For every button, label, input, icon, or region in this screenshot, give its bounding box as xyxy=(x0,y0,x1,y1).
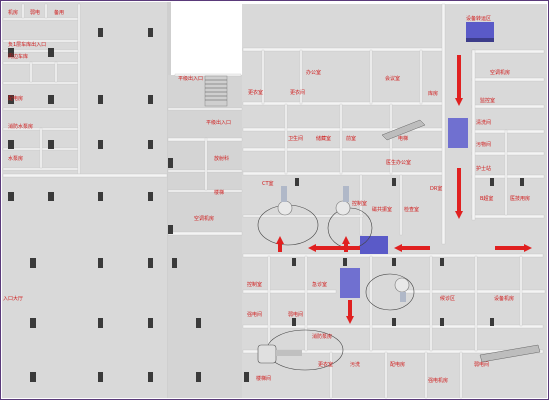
room-label: 清洗间 xyxy=(476,119,491,126)
room-label: 办公室 xyxy=(306,69,321,76)
room-label: 更衣间 xyxy=(290,89,305,96)
left-slab xyxy=(2,2,167,398)
room-label: 空调机房 xyxy=(490,69,510,76)
ct-scanner-icon xyxy=(257,329,344,371)
room-label: 弱电间 xyxy=(474,361,489,368)
room-label: 消防水泵房 xyxy=(8,123,33,130)
staircase-icon xyxy=(204,75,228,107)
equipment-block xyxy=(340,268,360,298)
room-label: 监控室 xyxy=(480,97,495,104)
room-label: 楼梯间 xyxy=(256,375,271,382)
dr-xray-icon xyxy=(365,273,415,311)
room-label: 楼梯 xyxy=(214,189,224,196)
room-label: 入口大厅 xyxy=(3,295,23,302)
room-label: 候诊区 xyxy=(440,295,455,302)
room-label: 控制室 xyxy=(352,200,367,207)
room-label: 强电间 xyxy=(247,311,262,318)
room-label: 空调机房 xyxy=(194,215,214,222)
mri-scanner-icon xyxy=(257,186,319,246)
equipment-block xyxy=(466,22,494,42)
room-labels: 机房 弱电 备用 负1层车库出入口 周边车库 配电房 消防水泵房 水泵房 入口大… xyxy=(3,9,530,384)
room-label: 急诊室 xyxy=(312,281,327,288)
walls xyxy=(2,3,546,399)
staircase-icon xyxy=(381,119,426,141)
room-label: 设备转运区 xyxy=(466,15,491,22)
room-label: 消防泵房 xyxy=(312,333,332,340)
staircase-icon xyxy=(479,344,541,363)
room-label: 护士站 xyxy=(476,165,491,172)
room-label: 更衣室 xyxy=(318,361,333,368)
room-label: 平级出入口 xyxy=(206,119,231,126)
room-label: 水泵房 xyxy=(8,155,23,162)
room-label: 医生办公室 xyxy=(386,159,411,166)
room-label: 机房 xyxy=(8,9,18,16)
room-label: 配电房 xyxy=(390,361,405,368)
room-label: 平级出入口 xyxy=(178,75,203,82)
room-label: 设备机房 xyxy=(494,295,514,302)
open-court xyxy=(175,4,241,74)
room-label: 医技用房 xyxy=(510,195,530,202)
room-label: 库房 xyxy=(428,90,438,97)
equipment-block xyxy=(360,236,388,254)
room-label: 配电房 xyxy=(8,95,23,102)
room-label: DR室 xyxy=(430,185,442,192)
room-label: 前室 xyxy=(346,135,356,142)
flow-arrows xyxy=(276,55,532,324)
room-label: 弱电间 xyxy=(288,311,303,318)
middle-slab xyxy=(168,75,242,398)
room-label: 污物间 xyxy=(476,141,491,148)
room-label: 更衣室 xyxy=(248,89,263,96)
room-label: 磁共振室 xyxy=(372,206,392,213)
room-label: 周边车库 xyxy=(8,53,28,60)
room-label: B超室 xyxy=(480,195,493,202)
equipment-blocks xyxy=(340,22,494,298)
room-label: 负1层车库出入口 xyxy=(8,41,46,48)
room-label: 强电机房 xyxy=(428,377,448,384)
room-label: 污洗 xyxy=(350,361,360,368)
room-label: 备用 xyxy=(54,9,64,16)
room-label: 卫生间 xyxy=(288,135,303,142)
room-label: 弱电 xyxy=(30,9,40,16)
columns xyxy=(8,28,524,382)
room-label: 检查室 xyxy=(404,206,419,213)
equipment-block xyxy=(448,118,468,148)
room-label: 控制室 xyxy=(247,281,262,288)
room-label: 储藏室 xyxy=(316,135,331,142)
room-label: 会议室 xyxy=(385,75,400,82)
room-label: 放射科 xyxy=(214,155,229,162)
right-slab xyxy=(242,4,547,398)
room-label: 电梯 xyxy=(398,135,408,142)
room-label: CT室 xyxy=(262,180,274,187)
